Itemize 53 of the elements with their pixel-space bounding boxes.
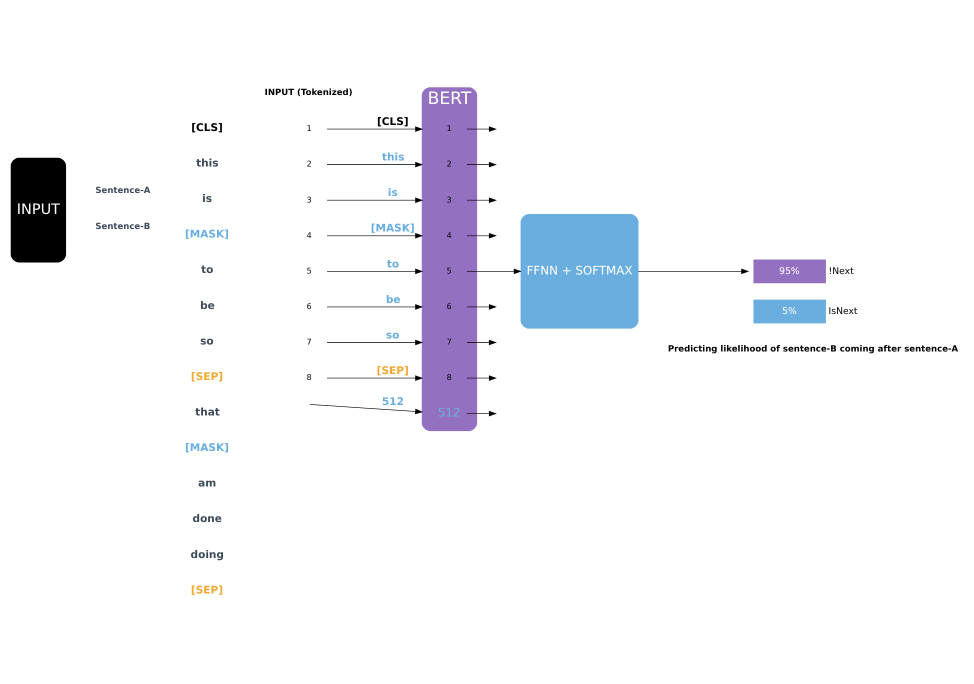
label: that [195,406,220,418]
label: [MASK] [184,228,229,240]
arrow [466,374,497,380]
edge-label: is [388,186,398,199]
label: INPUT (Tokenized) [264,88,353,98]
edge-label: to [386,258,400,270]
label: this [196,156,219,169]
arrow [466,304,497,310]
arrow [466,339,497,345]
arrow [326,126,424,132]
arrow [466,232,497,238]
arrow [466,161,497,167]
label: [SEP] [190,584,224,596]
arrow [326,268,424,274]
node-box: 95% [753,259,826,283]
label: [MASK] [184,442,229,454]
label: be [200,299,215,312]
edge-label: be [386,293,401,306]
label: [SEP] [190,370,224,382]
arrow [326,304,424,310]
arrow [326,339,424,345]
edge-label: [SEP] [376,364,409,376]
arrow [638,268,750,274]
arrow [326,161,424,167]
label: Sentence-A [95,186,150,196]
node-box: INPUT [10,157,66,262]
arrow [326,374,424,380]
node-label: !Next [828,265,854,276]
arrow [466,410,497,416]
edge-label: 512 [382,395,404,408]
arrow [326,232,424,238]
label: [CLS] [191,121,223,134]
edge-label: [MASK] [370,222,415,234]
edge-label: so [386,328,400,341]
arrow [326,196,424,202]
node-box: 5% [753,299,826,323]
label: so [200,334,214,347]
label: Sentence-B [95,221,150,232]
node-text: 512 [438,405,460,420]
edge-label: this [382,151,404,164]
node-label: IsNext [828,305,858,316]
label: to [201,264,214,276]
label: Predicting likelihood of sentence-B coming after sentence-A [668,344,958,354]
arrow [310,404,424,414]
arrow [466,126,497,132]
label: done [192,512,222,525]
node-box: FFNN + SOFTMAX [520,214,639,328]
arrow [466,268,522,274]
edge-label: [CLS] [376,115,409,128]
label: is [202,192,212,205]
arrow [466,196,497,202]
label: am [198,477,216,490]
label: doing [190,548,224,560]
